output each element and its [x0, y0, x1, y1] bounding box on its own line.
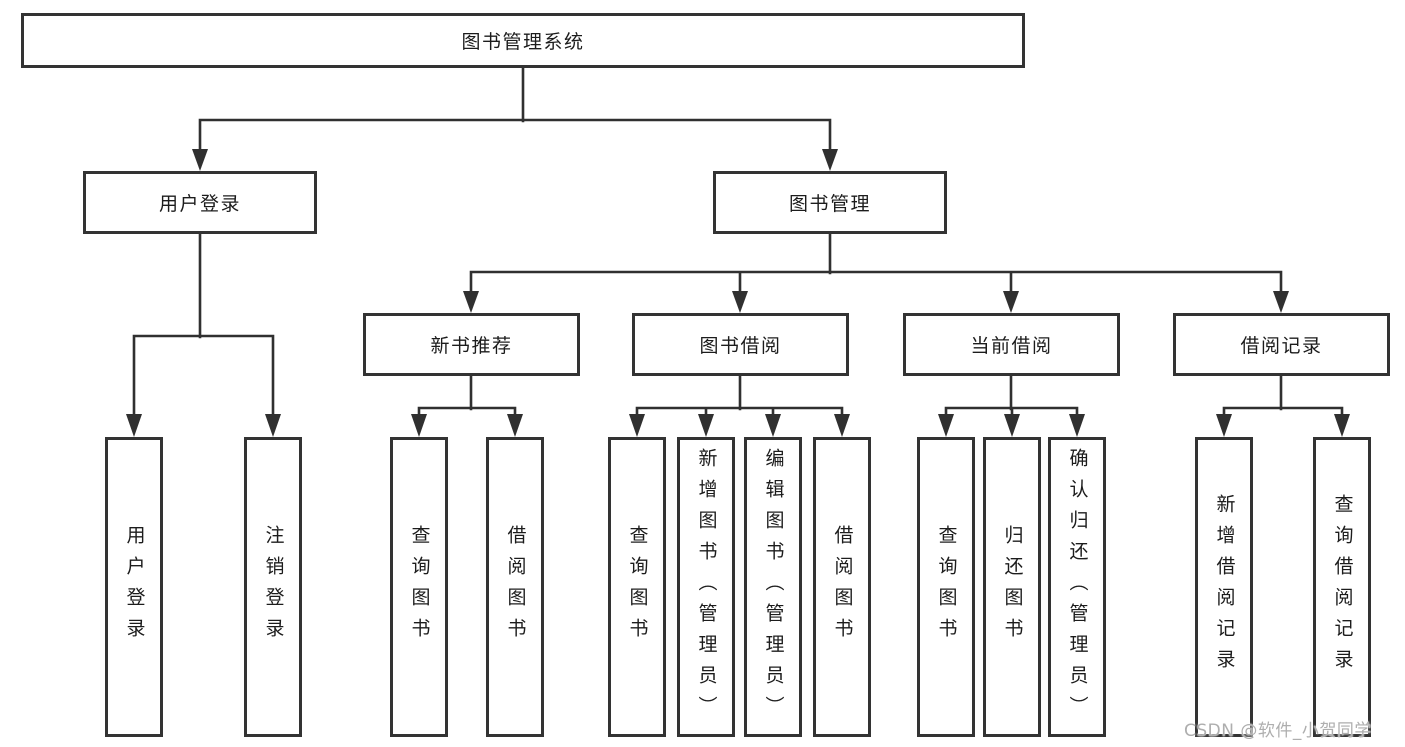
node-root: 图书管理系统	[21, 13, 1025, 68]
leaf-borrow-borrow-books: 借阅图书	[813, 437, 871, 737]
leaf-borrow-edit-books-admin: 编辑图书（管理员）	[744, 437, 802, 737]
csdn-watermark: CSDN @软件_小贺同学	[1184, 721, 1372, 741]
node-current-borrow: 当前借阅	[903, 313, 1120, 376]
leaf-records-add-borrow-record: 新增借阅记录	[1195, 437, 1253, 737]
leaf-newbook-query-books: 查询图书	[390, 437, 448, 737]
leaf-borrow-add-books-admin: 新增图书（管理员）	[677, 437, 735, 737]
leaf-current-return-books: 归还图书	[983, 437, 1041, 737]
leaf-current-query-books: 查询图书	[917, 437, 975, 737]
node-user-login: 用户登录	[83, 171, 317, 234]
node-borrow-records: 借阅记录	[1173, 313, 1390, 376]
leaf-current-confirm-return-admin: 确认归还（管理员）	[1048, 437, 1106, 737]
leaf-records-query-borrow-record: 查询借阅记录	[1313, 437, 1371, 737]
leaf-newbook-borrow-books: 借阅图书	[486, 437, 544, 737]
leaf-borrow-query-books: 查询图书	[608, 437, 666, 737]
leaf-user-login: 用户登录	[105, 437, 163, 737]
node-book-borrow: 图书借阅	[632, 313, 849, 376]
node-new-book-recommend: 新书推荐	[363, 313, 580, 376]
leaf-logout: 注销登录	[244, 437, 302, 737]
node-book-management: 图书管理	[713, 171, 947, 234]
